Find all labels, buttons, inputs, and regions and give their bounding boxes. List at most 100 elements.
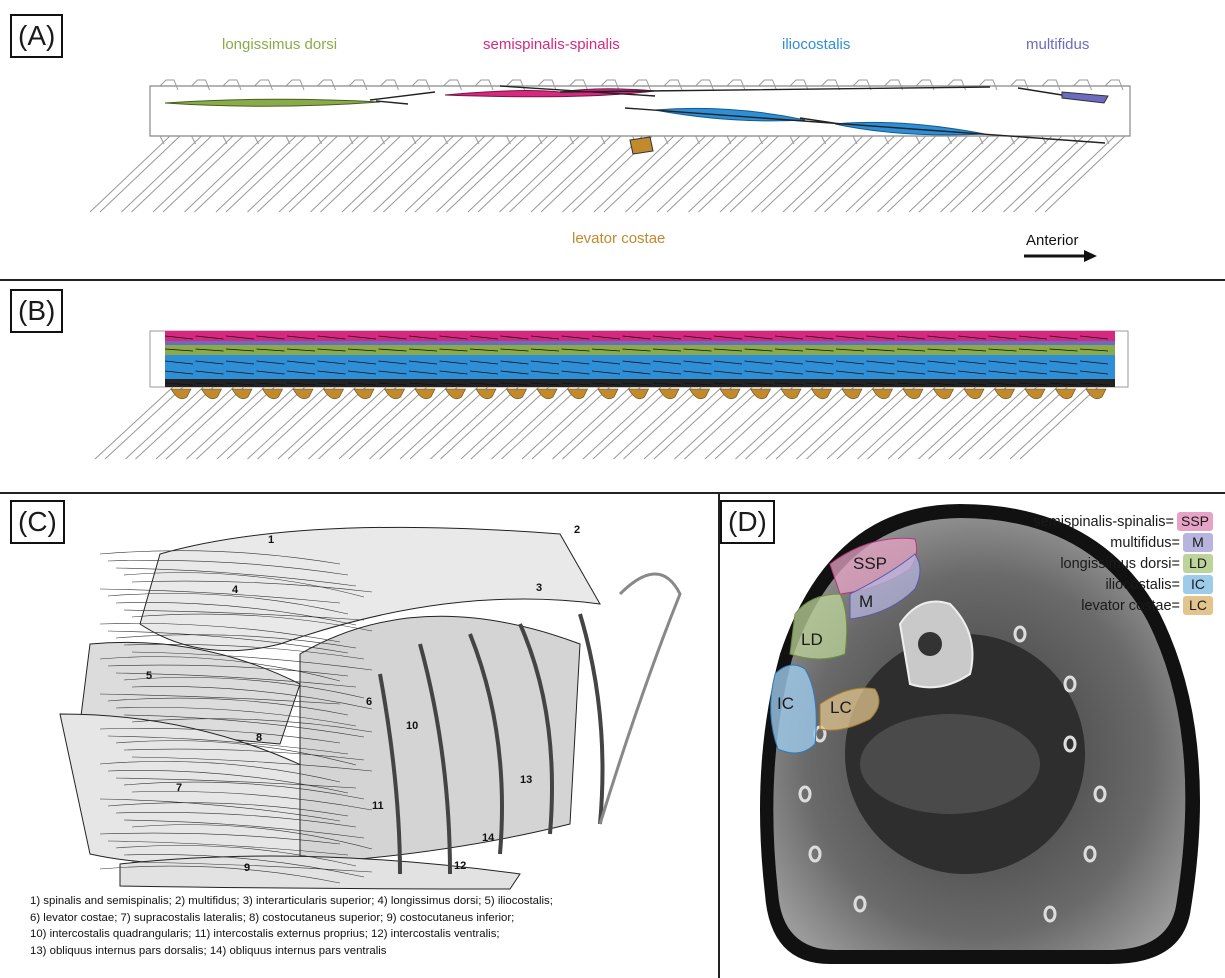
- legend-name-m: multifidus: [1110, 535, 1171, 551]
- rib: [1035, 136, 1125, 212]
- legend-key-ic: IC: [1183, 575, 1213, 594]
- rib: [95, 387, 183, 459]
- caption-line-4: 13) obliquus internus pars dorsalis; 14)…: [30, 943, 720, 960]
- levator-costae-segment: [751, 389, 771, 399]
- label-num-13: 13: [520, 774, 532, 786]
- rib: [185, 136, 275, 212]
- rib: [405, 136, 495, 212]
- rib: [248, 136, 338, 212]
- vertebra: [1105, 80, 1123, 144]
- levator-costae-segment: [476, 389, 496, 399]
- label-num-1: 1: [268, 534, 274, 546]
- legend-row-ic: iliocostalis=IC: [1105, 575, 1213, 594]
- legend-row-ssp: semispinalis-spinalis=SSP: [1033, 512, 1213, 531]
- longissimus-muscle: [165, 99, 380, 106]
- legend-row-lc: levator costae=LC: [1081, 596, 1213, 615]
- levator-costae-segment: [720, 389, 740, 399]
- levator-costae-segment: [1025, 389, 1045, 399]
- legend-key-ld: LD: [1183, 554, 1213, 573]
- label-longissimus: longissimus dorsi: [222, 36, 337, 53]
- rib: [156, 387, 244, 459]
- rib: [431, 387, 519, 459]
- levator-costae-segment: [568, 389, 588, 399]
- levator-costae-muscle: [630, 137, 653, 154]
- levator-costae-segment: [385, 389, 405, 399]
- rib: [980, 387, 1068, 459]
- vertebra: [255, 80, 273, 144]
- rib: [720, 136, 810, 212]
- label-num-4: 4: [232, 584, 238, 596]
- levator-costae-segment: [202, 389, 222, 399]
- legend-key-lc: LC: [1183, 596, 1213, 615]
- rib: [919, 387, 1007, 459]
- rib: [752, 136, 842, 212]
- rib: [531, 136, 621, 212]
- levator-costae-segment: [293, 389, 313, 399]
- rib: [216, 136, 306, 212]
- panel-a: (A) longissimus dorsi semispinalis-spina…: [0, 0, 1225, 279]
- levator-costae-segment: [995, 389, 1015, 399]
- rib: [217, 387, 305, 459]
- legend-key-ssp: SSP: [1177, 512, 1213, 531]
- rib: [342, 136, 432, 212]
- vertebra: [853, 80, 871, 144]
- panel-b-schematic: [0, 281, 1225, 492]
- rib: [1010, 387, 1098, 459]
- panel-c-illustration: [0, 494, 718, 894]
- rib: [614, 387, 702, 459]
- ct-label-ld: LD: [801, 630, 823, 650]
- levator-costae-segment: [171, 389, 191, 399]
- label-num-2: 2: [574, 524, 580, 536]
- legend-name-ic: iliocostalis: [1105, 577, 1171, 593]
- caption-line-1: 1) spinalis and semispinalis; 2) multifi…: [30, 893, 720, 910]
- rib: [644, 387, 732, 459]
- rib: [309, 387, 397, 459]
- rib: [888, 387, 976, 459]
- levator-costae-segment: [1056, 389, 1076, 399]
- rib: [370, 387, 458, 459]
- levator-costae-segment: [354, 389, 374, 399]
- rib: [941, 136, 1031, 212]
- label-num-6: 6: [366, 696, 372, 708]
- rib: [736, 387, 824, 459]
- levator-costae-segment: [629, 389, 649, 399]
- caption-line-2: 6) levator costae; 7) supracostalis late…: [30, 910, 720, 927]
- levator-costae-segment: [842, 389, 862, 399]
- rib: [657, 136, 747, 212]
- legend-name-ssp: semispinalis-spinalis: [1033, 514, 1165, 530]
- vertebra: [1042, 80, 1060, 144]
- vertebra: [475, 80, 493, 144]
- levator-costae-segment: [934, 389, 954, 399]
- multifidus-muscle: [1062, 92, 1108, 103]
- vertebra: [318, 80, 336, 144]
- legend-row-m: multifidus=M: [1110, 533, 1213, 552]
- rib: [858, 387, 946, 459]
- rib: [500, 136, 590, 212]
- label-num-7: 7: [176, 782, 182, 794]
- label-num-9: 9: [244, 862, 250, 874]
- rib: [815, 136, 905, 212]
- levator-costae-segment: [1086, 389, 1106, 399]
- vertebra: [1074, 80, 1092, 144]
- semispinalis-muscle: [445, 89, 655, 97]
- levator-costae-segment: [446, 389, 466, 399]
- legend-name-ld: longissimus dorsi: [1060, 556, 1171, 572]
- vertebra: [286, 80, 304, 144]
- levator-costae-segment: [659, 389, 679, 399]
- levator-costae-segment: [263, 389, 283, 399]
- vertebra: [412, 80, 430, 144]
- vertebra: [192, 80, 210, 144]
- levator-costae-segment: [537, 389, 557, 399]
- rib: [689, 136, 779, 212]
- legend-key-m: M: [1183, 533, 1213, 552]
- rib: [827, 387, 915, 459]
- levator-costae-segment: [812, 389, 832, 399]
- rib: [492, 387, 580, 459]
- levator-costae-segment: [415, 389, 435, 399]
- levator-costae-segment: [598, 389, 618, 399]
- rib: [949, 387, 1037, 459]
- rib: [583, 387, 671, 459]
- rib: [374, 136, 464, 212]
- legend-eq-ssp: =: [1166, 514, 1174, 530]
- label-iliocostalis: iliocostalis: [782, 36, 850, 53]
